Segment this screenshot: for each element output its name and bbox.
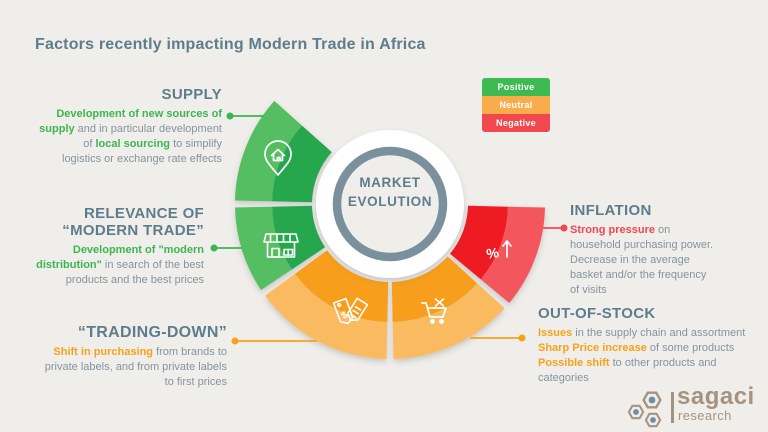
percent-up-arrow-icon: % bbox=[485, 240, 512, 262]
legend-item-neutral: Neutral bbox=[482, 96, 550, 114]
location-pin-home-icon bbox=[264, 140, 292, 176]
cart-x-icon bbox=[421, 298, 447, 324]
inflation-heading: INFLATION bbox=[570, 202, 652, 219]
wedge-inflation-inner bbox=[450, 205, 508, 280]
wedge-supply-outer bbox=[235, 100, 302, 202]
svg-text:%: % bbox=[485, 244, 500, 262]
legend-label-neutral: Neutral bbox=[499, 100, 533, 110]
supply-heading: SUPPLY bbox=[161, 86, 222, 103]
factor-supply: SUPPLY Development of new sources of sup… bbox=[12, 86, 222, 167]
center-label-line2: EVOLUTION bbox=[347, 194, 433, 209]
legend-label-positive: Positive bbox=[497, 82, 535, 92]
legend: Positive Neutral Negative bbox=[482, 78, 550, 132]
out-of-stock-heading: OUT-OF-STOCK bbox=[538, 305, 656, 322]
center-hub-ring bbox=[332, 146, 448, 262]
wedge-relevance-inner bbox=[272, 205, 326, 270]
center-label-line1: MARKET bbox=[359, 175, 421, 190]
legend-label-negative: Negative bbox=[496, 118, 536, 128]
factor-inflation: INFLATION Strong pressure on household p… bbox=[570, 202, 745, 298]
leader-supply bbox=[226, 112, 264, 120]
wedge-supply-inner bbox=[272, 125, 332, 203]
storefront-icon bbox=[263, 233, 299, 258]
center-label: MARKET EVOLUTION bbox=[320, 173, 460, 211]
leader-relevance bbox=[210, 244, 242, 252]
trading-down-heading: “TRADING-DOWN” bbox=[77, 324, 227, 341]
price-tags-icon: $ bbox=[332, 297, 369, 325]
legend-item-positive: Positive bbox=[482, 78, 550, 96]
leader-inflation bbox=[543, 224, 568, 232]
leader-trading-down bbox=[231, 337, 317, 345]
wedge-inflation-outer bbox=[480, 206, 545, 303]
factor-relevance-modern-trade: RELEVANCE OF “MODERN TRADE” Development … bbox=[4, 205, 204, 288]
wedge-trading_down-outer bbox=[265, 273, 388, 359]
sagaci-logo-icon bbox=[627, 391, 662, 428]
factor-trading-down: “TRADING-DOWN” Shift in purchasing from … bbox=[7, 324, 227, 390]
logo-subtitle: research bbox=[678, 408, 732, 423]
logo-divider bbox=[671, 392, 674, 423]
logo-name: sagaci bbox=[677, 383, 755, 410]
legend-item-negative: Negative bbox=[482, 114, 550, 132]
leader-out-of-stock bbox=[470, 334, 526, 342]
svg-text:$: $ bbox=[340, 309, 350, 322]
wedge-out_of_stock-inner bbox=[391, 256, 478, 322]
relevance-heading: RELEVANCE OF “MODERN TRADE” bbox=[62, 205, 204, 239]
wedge-out_of_stock-outer bbox=[392, 283, 505, 359]
wedge-relevance-outer bbox=[235, 206, 292, 290]
factor-out-of-stock: OUT-OF-STOCK Issues in the supply chain … bbox=[538, 305, 766, 386]
page-title: Factors recently impacting Modern Trade … bbox=[35, 36, 426, 53]
